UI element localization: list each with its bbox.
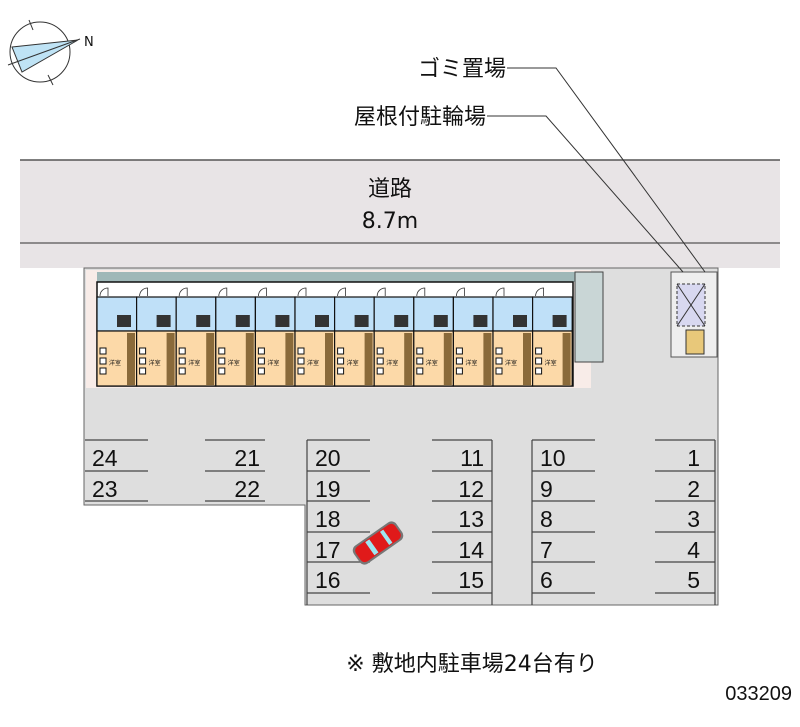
room-label: 洋室	[465, 359, 477, 367]
room-label: 洋室	[267, 359, 279, 367]
parking-space-number: 5	[687, 567, 700, 593]
apartment-unit: 洋室	[413, 287, 454, 387]
parking-space-number: 15	[458, 567, 484, 593]
parking-space-number: 3	[687, 506, 700, 532]
parking-space-number: 7	[540, 537, 553, 563]
road-label: 道路	[368, 177, 412, 202]
parking-space-number: 10	[540, 445, 566, 471]
room-label: 洋室	[149, 359, 161, 367]
road	[20, 160, 780, 268]
parking-space-number: 17	[315, 537, 341, 563]
apartment-building: 洋室 洋室 洋室 洋室 洋室 洋室 洋室 洋室 洋室 洋室 洋室 洋室	[96, 271, 604, 387]
parking-space-number: 2	[687, 476, 700, 502]
parking-space-number: 13	[458, 506, 484, 532]
parking-space-number: 21	[234, 445, 260, 471]
apartment-unit: 洋室	[334, 287, 375, 387]
compass-icon: N	[7, 19, 94, 86]
parking-space-number: 4	[687, 537, 700, 563]
room-label: 洋室	[109, 359, 121, 367]
parking-space-number: 20	[315, 445, 341, 471]
compass-north-label: N	[84, 35, 94, 50]
parking-space-number: 9	[540, 476, 553, 502]
garbage-label: ゴミ置場	[418, 57, 506, 82]
apartment-unit: 洋室	[254, 287, 296, 387]
parking-space-number: 11	[460, 445, 484, 471]
room-label: 洋室	[188, 359, 200, 367]
bike-parking-structure	[670, 271, 718, 358]
parking-space-number: 12	[458, 476, 484, 502]
bike-parking-label: 屋根付駐輪場	[354, 105, 486, 130]
room-label: 洋室	[307, 359, 319, 367]
apartment-unit: 洋室	[136, 287, 177, 387]
car-icon	[352, 521, 404, 565]
parking-space-number: 14	[458, 537, 484, 563]
apartment-unit: 洋室	[373, 287, 415, 387]
parking-space-number: 19	[315, 476, 341, 502]
parking-space-number: 16	[315, 567, 341, 593]
room-label: 洋室	[545, 359, 557, 367]
apartment-unit: 洋室	[531, 287, 573, 387]
apartment-unit: 洋室	[294, 287, 336, 387]
room-label: 洋室	[426, 359, 438, 367]
parking-note: ※ 敷地内駐車場24台有り	[346, 652, 597, 677]
apartment-unit: 洋室	[452, 287, 494, 387]
parking-space-number: 18	[315, 506, 341, 532]
apartment-unit: 洋室	[215, 287, 257, 387]
apartment-unit: 洋室	[175, 287, 217, 387]
room-label: 洋室	[505, 359, 517, 367]
parking-space-number: 23	[92, 476, 118, 502]
apartment-unit: 洋室	[492, 287, 534, 387]
parking-space-number: 24	[92, 445, 118, 471]
room-label: 洋室	[386, 359, 398, 367]
parking-space-number: 6	[540, 567, 553, 593]
parking-space-number: 8	[540, 506, 553, 532]
apartment-unit: 洋室	[96, 287, 138, 387]
room-label: 洋室	[228, 359, 240, 367]
parking-space-number: 1	[687, 445, 700, 471]
property-id: 033209	[725, 683, 792, 705]
room-label: 洋室	[347, 359, 359, 367]
road-width: 8.7m	[362, 209, 418, 234]
parking-space-number: 22	[234, 476, 260, 502]
